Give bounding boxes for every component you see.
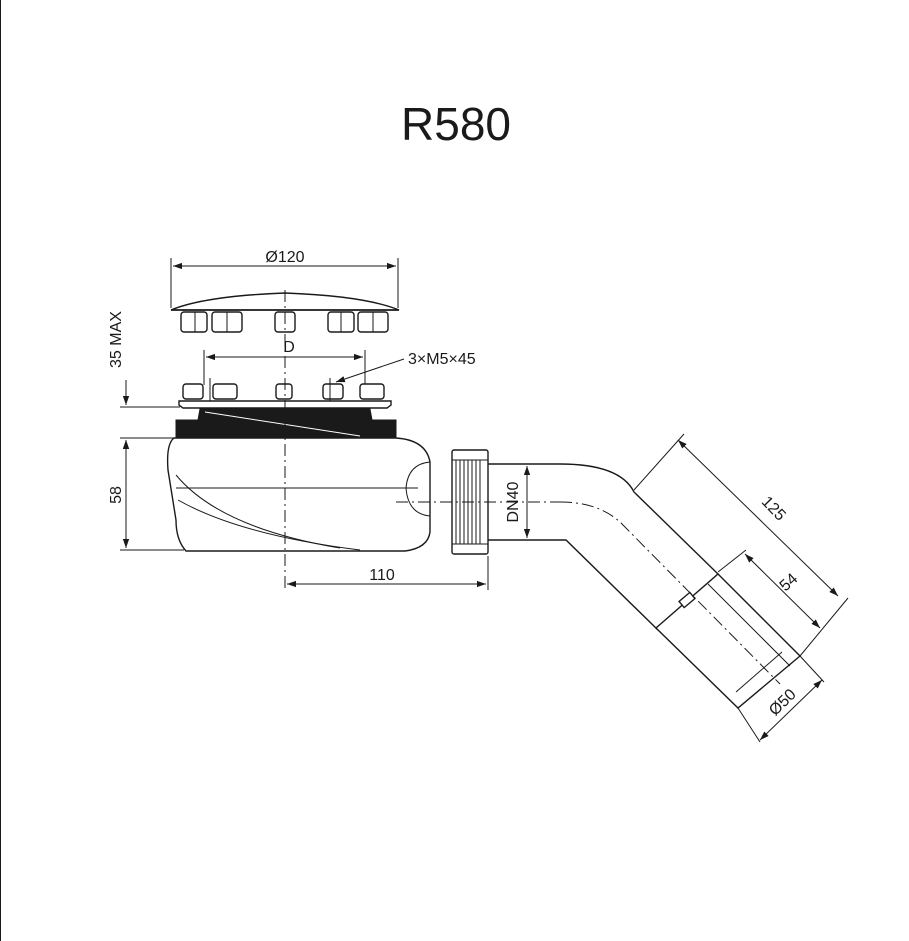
label-body-height: 58 [108, 486, 125, 504]
dim-max-height: 35 MAX [108, 311, 180, 462]
drain-body [166, 378, 431, 552]
label-outlet-offset: 110 [369, 567, 395, 584]
label-thread: DN40 [505, 481, 522, 522]
centre-lines [284, 290, 781, 685]
label-elbow-length: 125 [758, 493, 789, 524]
label-cover-diameter: Ø120 [265, 249, 304, 266]
label-outlet-diameter: Ø50 [766, 686, 800, 719]
label-screws: 3×M5×45 [408, 351, 476, 368]
elbow-pipe [488, 463, 802, 709]
dim-cover-diameter: Ø120 [170, 249, 399, 308]
label-screw-pitch-mark: D [283, 339, 295, 356]
dim-body-height: 58 [108, 440, 184, 551]
dim-thread: DN40 [505, 466, 531, 538]
dim-outlet-offset: 110 [287, 556, 489, 590]
callout-screws: 3×M5×45 [335, 351, 476, 383]
label-socket-length: 54 [777, 570, 802, 595]
label-max-height: 35 MAX [108, 311, 125, 368]
drawing-title: R580 [401, 98, 511, 150]
grate-lugs [180, 311, 389, 333]
